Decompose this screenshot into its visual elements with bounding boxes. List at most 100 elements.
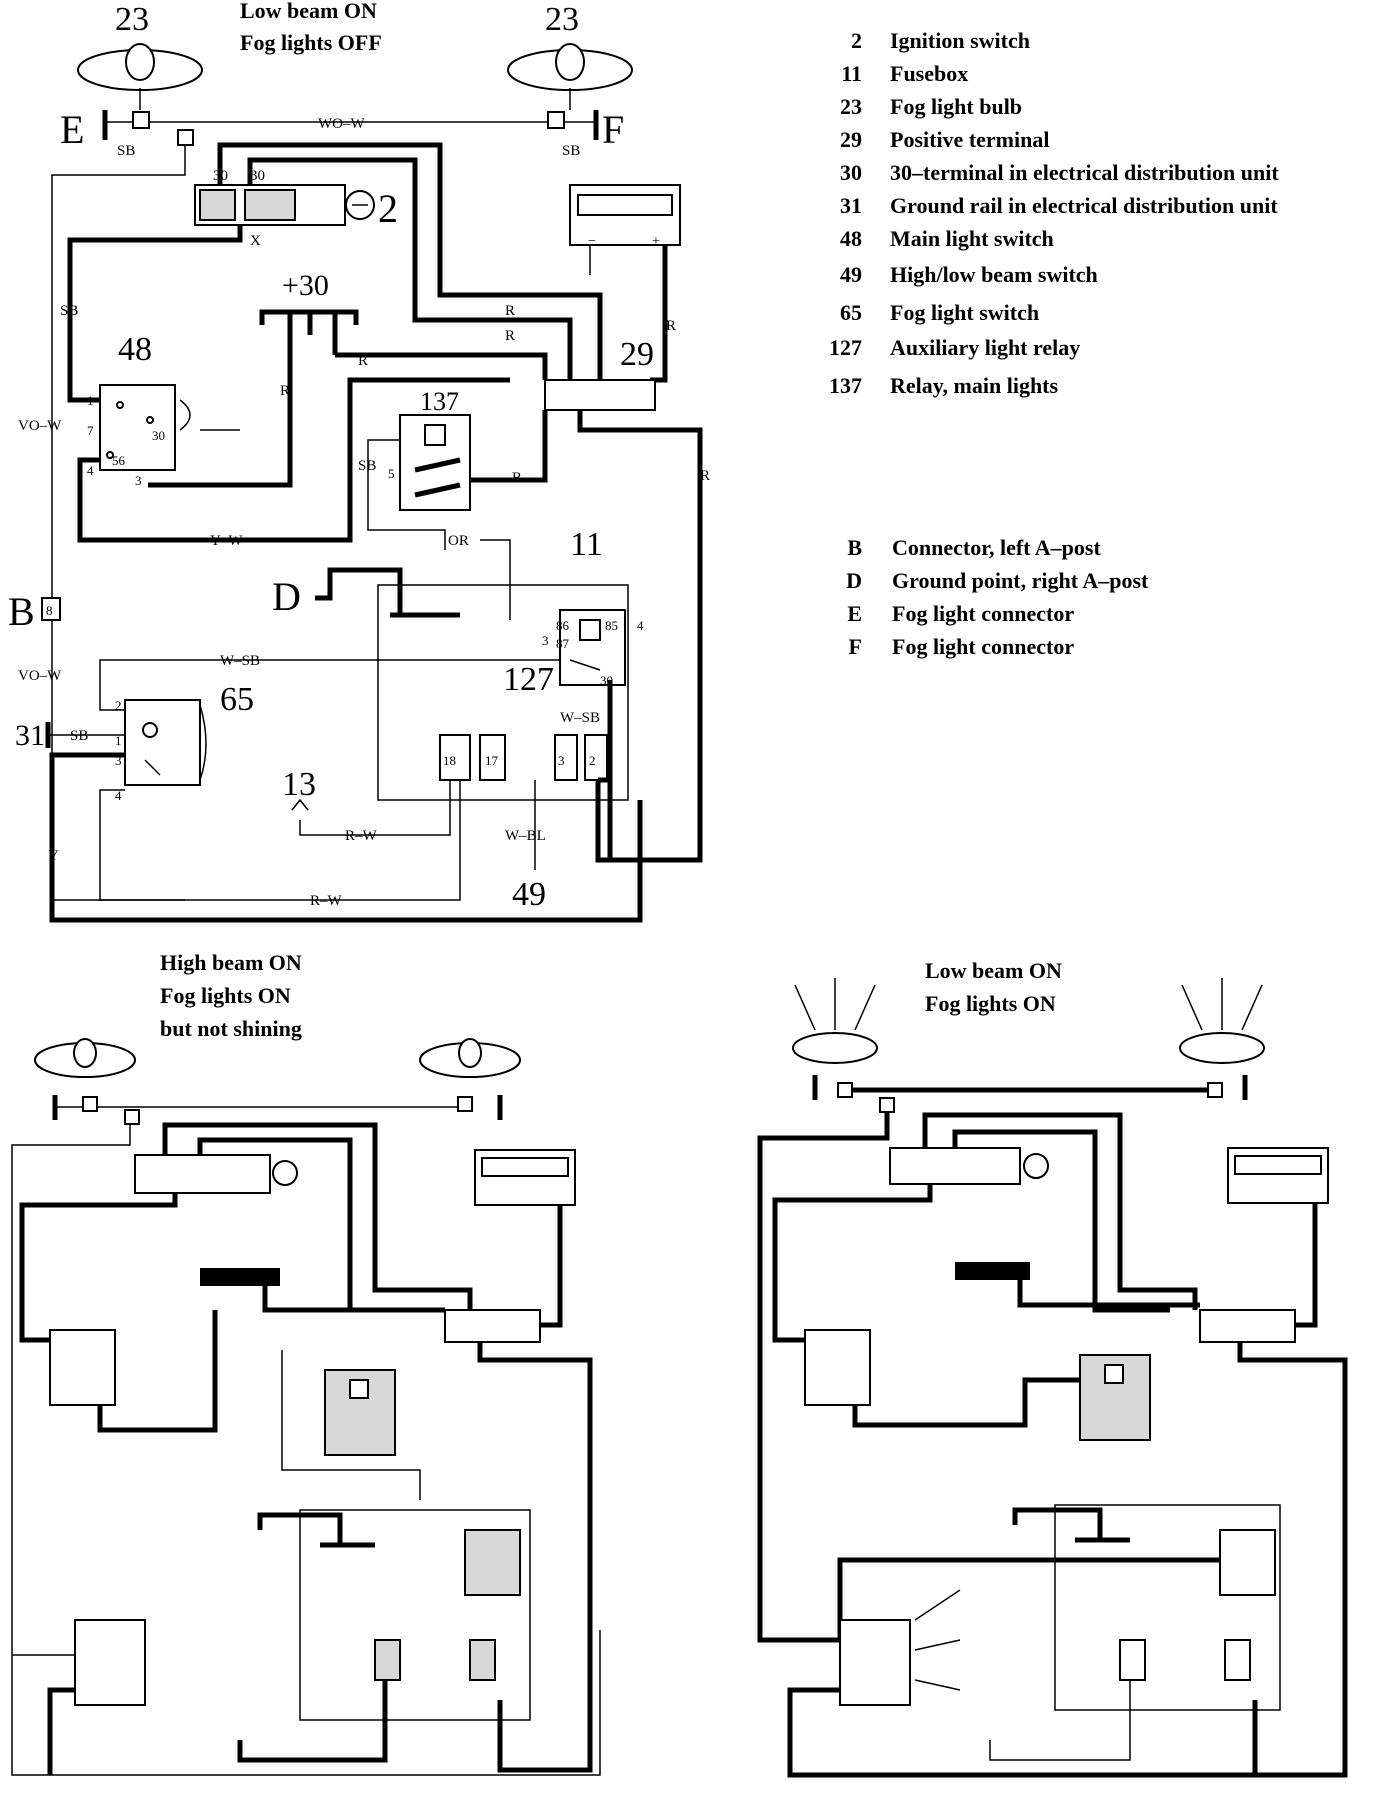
fog-lamp-left-number: 23 bbox=[115, 1, 149, 38]
wire-label: SB bbox=[60, 303, 78, 319]
legend-num: 11 bbox=[841, 61, 862, 86]
state-label: Fog lights OFF bbox=[240, 30, 382, 55]
state-label: Fog lights ON bbox=[160, 983, 291, 1008]
pin-label: 4 bbox=[87, 463, 94, 478]
legend-code: E bbox=[847, 601, 862, 626]
legend-text: Auxiliary light relay bbox=[890, 335, 1080, 360]
connector-f-icon bbox=[547, 111, 565, 129]
legend-text: Fog light connector bbox=[892, 601, 1074, 626]
wire-label: R bbox=[280, 383, 290, 399]
diagram-top: Low beam ON Fog lights OFF 23 23 E F WO–… bbox=[8, 0, 710, 923]
pin-label: 30 bbox=[250, 168, 265, 184]
legend-text: Ignition switch bbox=[890, 28, 1030, 53]
fog-lamp-shining-icon bbox=[1179, 978, 1265, 1064]
wire-label: W–BL bbox=[505, 828, 546, 844]
wire-label: R bbox=[505, 303, 515, 319]
fusebox-number: 11 bbox=[570, 526, 603, 563]
pin-label: 18 bbox=[443, 753, 456, 768]
fusebox-outline bbox=[377, 584, 629, 801]
pin-label: 2 bbox=[115, 698, 122, 713]
aux-relay-icon bbox=[1219, 1529, 1276, 1596]
state-label: Low beam ON bbox=[240, 0, 377, 23]
pin-label: 4 bbox=[637, 618, 644, 633]
legend-text: Main light switch bbox=[890, 226, 1054, 251]
legend-text: Relay, main lights bbox=[890, 373, 1059, 398]
legend-code: F bbox=[849, 634, 862, 659]
ignition-switch-icon bbox=[889, 1147, 1021, 1185]
connector-b-pin: 8 bbox=[46, 603, 53, 618]
wire-label: SB bbox=[70, 728, 88, 744]
legend-code: D bbox=[846, 568, 862, 593]
aux-relay-icon bbox=[559, 609, 626, 686]
ignition-switch-icon bbox=[194, 184, 375, 226]
fog-light-switch-icon bbox=[124, 699, 207, 786]
main-light-switch-icon bbox=[804, 1329, 871, 1406]
legend-num: 65 bbox=[840, 300, 862, 325]
dist30-icon bbox=[955, 1262, 1030, 1280]
positive-terminal-icon bbox=[444, 1309, 541, 1343]
svg-text:+: + bbox=[652, 234, 660, 249]
beam-switch-number: 49 bbox=[512, 876, 546, 913]
ground-31-number: 31 bbox=[15, 719, 45, 752]
wire-label: WO–W bbox=[318, 116, 365, 132]
wire-label: R–W bbox=[345, 828, 378, 844]
legend-num: 29 bbox=[840, 127, 862, 152]
fog-lamp-left-icon bbox=[77, 43, 203, 110]
pin-label: 3 bbox=[135, 473, 142, 488]
wire-label: R bbox=[512, 470, 522, 486]
legend-num: 49 bbox=[840, 262, 862, 287]
legend-text: Fog light bulb bbox=[890, 94, 1022, 119]
diagram-bottom-left: High beam ON Fog lights ON but not shini… bbox=[11, 950, 601, 1776]
main-switch-number: 48 bbox=[118, 331, 152, 368]
state-label: High beam ON bbox=[160, 950, 302, 975]
legend-code: B bbox=[847, 535, 862, 560]
fog-lamp-shining-icon bbox=[792, 978, 878, 1064]
dist30-label: +30 bbox=[282, 269, 329, 302]
connector-f-label: F bbox=[602, 107, 624, 152]
positive-terminal-icon bbox=[1199, 1309, 1296, 1343]
legend-text: Fog light switch bbox=[890, 300, 1039, 325]
fog-switch-number: 65 bbox=[220, 681, 254, 718]
legend-text: High/low beam switch bbox=[890, 262, 1098, 287]
pin-label: 2 bbox=[589, 753, 596, 768]
wire-label: Y bbox=[48, 848, 59, 864]
pin-label: 85 bbox=[605, 618, 618, 633]
pin-label: 3 bbox=[115, 753, 122, 768]
legend-text: Fusebox bbox=[890, 61, 968, 86]
wire-label: R bbox=[666, 318, 676, 334]
pos-terminal-number: 29 bbox=[620, 336, 654, 373]
ignition-switch-number: 2 bbox=[378, 186, 398, 231]
fog-light-switch-icon bbox=[839, 1619, 911, 1706]
wire-label: X bbox=[250, 233, 261, 249]
legend-num: 23 bbox=[840, 94, 862, 119]
wire-label: VO–W bbox=[18, 668, 62, 684]
ignition-switch-icon bbox=[134, 1154, 271, 1194]
pin-label: 3 bbox=[542, 633, 549, 648]
connector-e-label: E bbox=[60, 107, 84, 152]
pin-label: 87 bbox=[556, 636, 570, 651]
diagram-bottom-right: Low beam ON Fog lights ON bbox=[757, 958, 1348, 1778]
fog-lamp-right-icon bbox=[507, 43, 633, 110]
legend-text: Ground point, right A–post bbox=[892, 568, 1149, 593]
relay-main-number: 137 bbox=[420, 387, 459, 416]
fuse-18-icon bbox=[439, 734, 608, 781]
legend-num: 31 bbox=[840, 193, 862, 218]
fog-lamp-right-number: 23 bbox=[545, 1, 579, 38]
battery-icon: − + bbox=[569, 184, 681, 383]
pin-label: 17 bbox=[485, 753, 499, 768]
legend-num: 127 bbox=[829, 335, 862, 360]
fusebox-outline bbox=[299, 1509, 531, 1721]
legend-num: 30 bbox=[840, 160, 862, 185]
arrow-13-number: 13 bbox=[282, 766, 316, 803]
wire-label: R bbox=[358, 353, 368, 369]
pin-label: 3 bbox=[558, 753, 565, 768]
connector-b-label: B bbox=[8, 589, 35, 634]
legend-num: 2 bbox=[851, 28, 862, 53]
wire-label: VO–W bbox=[18, 418, 62, 434]
pin-label: 5 bbox=[388, 466, 395, 481]
dist30-icon bbox=[200, 1268, 280, 1286]
wire-label: R bbox=[505, 328, 515, 344]
wire-label: SB bbox=[117, 143, 135, 159]
main-light-switch-icon bbox=[99, 384, 240, 471]
